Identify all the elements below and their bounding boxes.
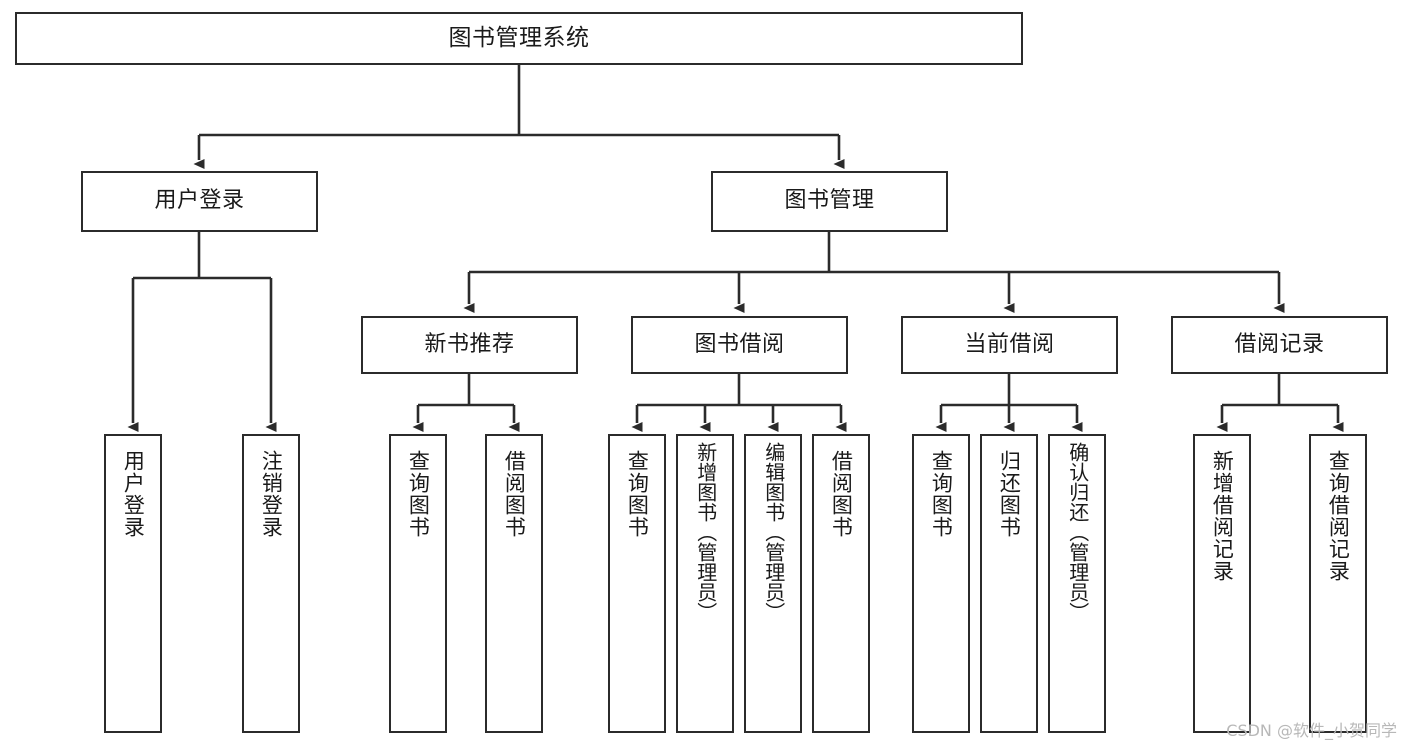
node-label: 查询图书 (406, 450, 431, 538)
node-label: 用户登录 (154, 188, 245, 214)
node-label: 查询图书 (625, 450, 650, 538)
node-new-book-recommend[interactable]: 新书推荐 (361, 316, 578, 374)
leaf-book-borrow-borrow-book[interactable]: 借阅图书 (812, 434, 870, 733)
node-label: 新书推荐 (424, 331, 515, 357)
node-label: 用户登录 (121, 450, 146, 538)
node-root-library-management-system[interactable]: 图书管理系统 (15, 12, 1023, 65)
node-label: 图书借阅 (694, 331, 785, 357)
leaf-borrow-record-query-record[interactable]: 查询借阅记录 (1309, 434, 1367, 733)
leaf-new-book-borrow-book[interactable]: 借阅图书 (485, 434, 543, 733)
node-label: 新增图书（管理员） (693, 442, 718, 622)
leaf-book-borrow-add-book-admin[interactable]: 新增图书（管理员） (676, 434, 734, 733)
leaf-current-borrow-query-book[interactable]: 查询图书 (912, 434, 970, 733)
node-label: 新增借阅记录 (1210, 450, 1235, 582)
node-label: 图书管理 (784, 188, 875, 214)
node-label: 注销登录 (259, 450, 284, 538)
node-book-borrow[interactable]: 图书借阅 (631, 316, 848, 374)
leaf-user-login-login[interactable]: 用户登录 (104, 434, 162, 733)
leaf-user-login-logout[interactable]: 注销登录 (242, 434, 300, 733)
node-label: 归还图书 (997, 450, 1022, 538)
leaf-new-book-query-book[interactable]: 查询图书 (389, 434, 447, 733)
node-label: 图书管理系统 (448, 24, 590, 51)
node-label: 查询借阅记录 (1326, 450, 1351, 582)
node-label: 借阅图书 (829, 450, 854, 538)
node-book-management[interactable]: 图书管理 (711, 171, 948, 232)
node-label: 查询图书 (929, 450, 954, 538)
node-user-login[interactable]: 用户登录 (81, 171, 318, 232)
csdn-watermark: CSDN @软件_小贺同学 (1226, 721, 1397, 740)
leaf-borrow-record-add-record[interactable]: 新增借阅记录 (1193, 434, 1251, 733)
leaf-current-borrow-confirm-return-admin[interactable]: 确认归还（管理员） (1048, 434, 1106, 733)
node-label: 确认归还（管理员） (1065, 442, 1090, 622)
node-current-borrow[interactable]: 当前借阅 (901, 316, 1118, 374)
leaf-current-borrow-return-book[interactable]: 归还图书 (980, 434, 1038, 733)
node-borrow-record[interactable]: 借阅记录 (1171, 316, 1388, 374)
node-label: 当前借阅 (964, 331, 1055, 357)
node-label: 借阅图书 (502, 450, 527, 538)
node-label: 借阅记录 (1234, 331, 1325, 357)
node-label: 编辑图书（管理员） (761, 442, 786, 622)
leaf-book-borrow-edit-book-admin[interactable]: 编辑图书（管理员） (744, 434, 802, 733)
leaf-book-borrow-query-book[interactable]: 查询图书 (608, 434, 666, 733)
